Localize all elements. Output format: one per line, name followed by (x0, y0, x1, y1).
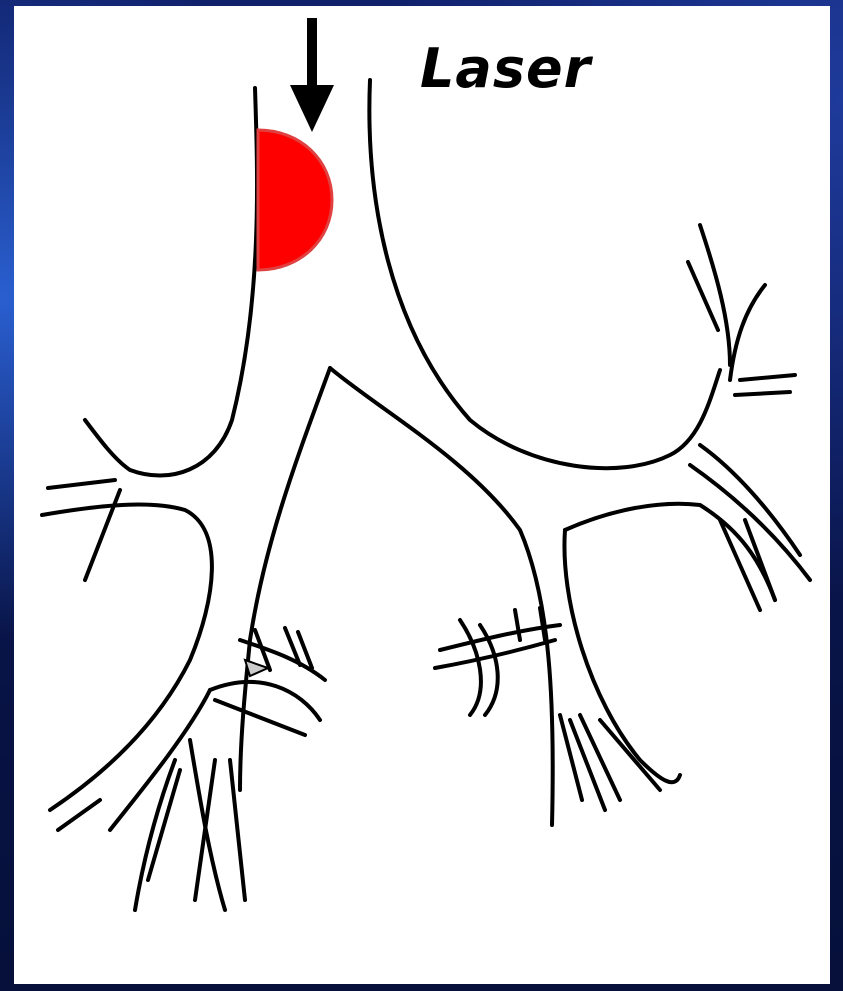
laser-arrow-icon (290, 18, 334, 132)
trachea-left-wall (85, 88, 257, 476)
left-lower-outer (42, 505, 212, 810)
left-branch-notch (245, 660, 268, 676)
laser-label: Laser (420, 42, 591, 96)
tracheal-lesion (258, 130, 332, 270)
trachea-right-wall (369, 80, 720, 468)
right-main-bronchus-inner (330, 368, 553, 825)
